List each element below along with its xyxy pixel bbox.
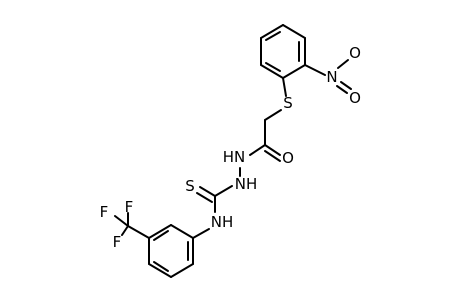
thione-sulfur-label: S bbox=[185, 177, 195, 195]
bond bbox=[192, 228, 210, 239]
nitro-oxygen-bottom-label: O bbox=[349, 89, 361, 107]
fluorine-top-label: F bbox=[125, 198, 134, 216]
double-bond-second bbox=[264, 150, 281, 162]
bond bbox=[199, 186, 216, 197]
bond bbox=[260, 64, 284, 79]
bond bbox=[127, 225, 150, 239]
bond bbox=[114, 215, 129, 227]
double-bond-inner bbox=[265, 31, 281, 41]
hydrazide-nh-right-label: NH bbox=[235, 175, 258, 193]
double-bond-inner bbox=[265, 62, 281, 72]
trifluoromethylphenyl-ring bbox=[148, 224, 194, 278]
bond bbox=[214, 185, 233, 197]
bond bbox=[336, 85, 348, 94]
nitro-oxygen-top-label: O bbox=[349, 44, 361, 62]
carbonyl-oxygen-label: O bbox=[282, 149, 294, 167]
bond bbox=[264, 144, 281, 156]
bond bbox=[170, 263, 194, 278]
nitro-group: N O O bbox=[304, 44, 361, 107]
bond bbox=[148, 224, 172, 239]
amide-nh-label: NH bbox=[211, 213, 234, 231]
fluorine-left-label: F bbox=[100, 203, 109, 221]
thioether-linkage: S bbox=[264, 77, 293, 146]
double-bond-second bbox=[340, 81, 352, 90]
sulfur-label: S bbox=[283, 94, 293, 112]
bond bbox=[282, 64, 306, 79]
bond bbox=[148, 263, 172, 278]
hydrazide-nh-left-label: HN bbox=[223, 148, 246, 166]
bond bbox=[121, 225, 129, 236]
bond bbox=[249, 144, 266, 156]
hydrazide-linkage: HN NH bbox=[214, 148, 258, 197]
double-bond-inner bbox=[153, 261, 169, 272]
bond bbox=[264, 109, 282, 121]
trifluoromethyl-group: F F F bbox=[100, 198, 150, 251]
bond bbox=[282, 77, 287, 97]
bond bbox=[170, 224, 194, 239]
nitrophenyl-ring bbox=[260, 24, 306, 79]
bond bbox=[282, 24, 306, 39]
thiocarbonyl-group: S bbox=[185, 177, 216, 213]
fluorine-bottom-label: F bbox=[113, 233, 122, 251]
double-bond-inner bbox=[153, 230, 169, 241]
carbonyl-group: O bbox=[249, 144, 294, 167]
thioamide-nh: NH bbox=[192, 213, 234, 239]
bond bbox=[304, 64, 326, 76]
double-bond-second bbox=[196, 192, 213, 203]
bond bbox=[260, 24, 284, 39]
nitro-nitrogen-label: N bbox=[326, 68, 337, 86]
bond bbox=[337, 59, 349, 69]
